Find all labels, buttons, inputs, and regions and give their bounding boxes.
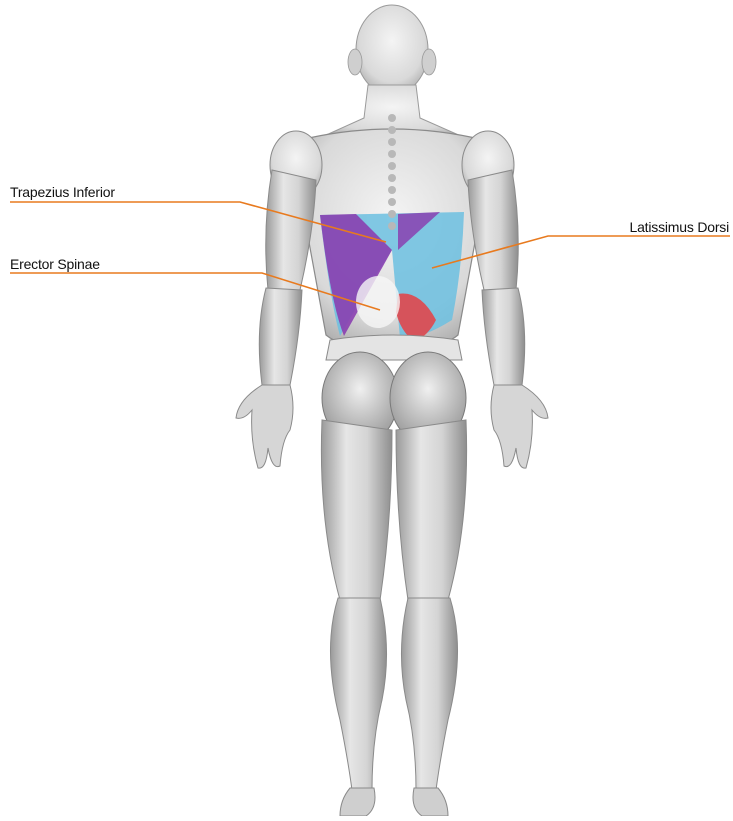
upper-arm-left: [266, 170, 316, 290]
foot-left: [340, 788, 375, 816]
lower-back-highlight: [356, 276, 400, 328]
ear-left: [348, 49, 362, 75]
calf-right: [401, 598, 457, 790]
calf-left: [330, 598, 386, 790]
ear-right: [422, 49, 436, 75]
thigh-right: [396, 420, 467, 600]
forearm-left: [259, 288, 302, 385]
thigh-left: [321, 420, 392, 600]
hand-left: [236, 385, 293, 468]
forearm-right: [482, 288, 525, 385]
upper-arm-right: [468, 170, 518, 290]
foot-right: [413, 788, 448, 816]
label-trapezius-inferior: Trapezius Inferior: [10, 184, 115, 200]
label-erector-spinae: Erector Spinae: [10, 256, 100, 272]
label-latissimus-dorsi: Latissimus Dorsi: [630, 219, 730, 235]
head: [348, 5, 436, 95]
hand-right: [491, 385, 548, 468]
